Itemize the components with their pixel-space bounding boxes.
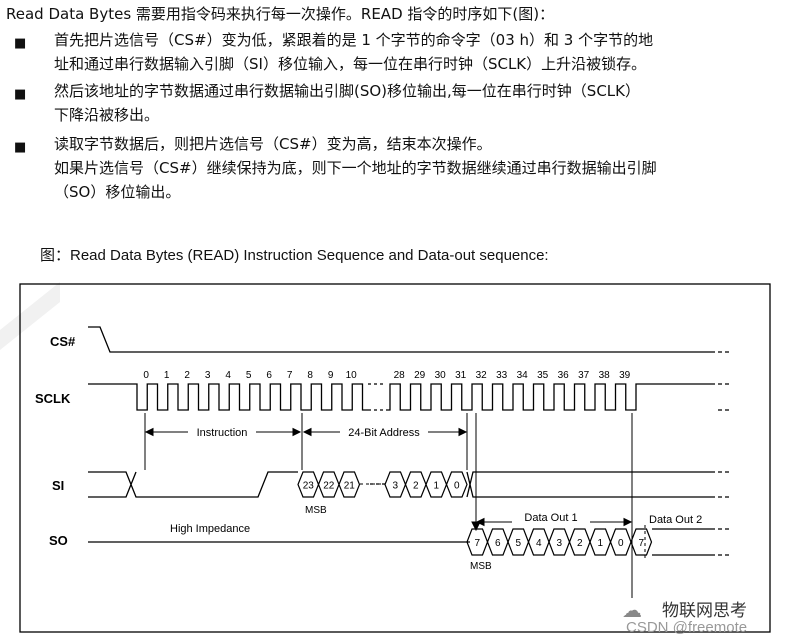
- so-bit-cells: 7 6 5 4 3 2 1 0 7: [466, 528, 653, 556]
- clock-number: 35: [537, 370, 549, 381]
- so-bit-label: 0: [618, 538, 624, 549]
- clock-number: 2: [184, 370, 190, 381]
- watermark-account-name: 物联网思考: [662, 601, 747, 621]
- clock-number: 31: [455, 370, 467, 381]
- so-bit-label: 1: [597, 538, 603, 549]
- bullet-1-line-1: 首先把片选信号（CS#）变为低，紧跟着的是 1 个字节的命令字（03 h）和 3…: [54, 31, 654, 49]
- wechat-icon: ☁: [622, 598, 642, 622]
- clock-number: 0: [143, 370, 149, 381]
- bullet-text-1: 首先把片选信号（CS#）变为低，紧跟着的是 1 个字节的命令字（03 h）和 3…: [54, 28, 778, 76]
- address-label: 24-Bit Address: [348, 427, 420, 439]
- cs-waveform: [88, 326, 732, 353]
- si-bit-label: 0: [454, 481, 460, 492]
- signal-label-sclk: SCLK: [35, 391, 71, 406]
- so-bit-label: 4: [536, 538, 542, 549]
- si-bit-label: 2: [413, 481, 419, 492]
- clock-number: 5: [246, 370, 252, 381]
- bullet-text-2: 然后该地址的字节数据通过串行数据输出引脚(SO)移位输出,每一位在串行时钟（SC…: [54, 79, 778, 127]
- so-bit-label: 2: [577, 538, 583, 549]
- watermark: ☁ 物联网思考 CSDN @freemote: [600, 590, 786, 642]
- figure-caption: 图：Read Data Bytes (READ) Instruction Seq…: [40, 247, 549, 264]
- signal-label-cs: CS#: [50, 334, 76, 349]
- bullet-1-line-2: 址和通过串行数据输入引脚（SI）移位输入，每一位在串行时钟（SCLK）上升沿被锁…: [54, 55, 647, 73]
- si-cell: [445, 471, 468, 498]
- clock-number: 8: [307, 370, 313, 381]
- si-bit-label: 21: [344, 481, 356, 492]
- bullet-3-line-3: （SO）移位输出。: [54, 183, 181, 201]
- so-bit-label: 5: [515, 538, 521, 549]
- si-msb-label: MSB: [305, 505, 327, 516]
- intro-text: Read Data Bytes 需要用指令码来执行每一次操作。READ 指令的时…: [6, 5, 555, 23]
- clock-number: 29: [414, 370, 426, 381]
- instruction-label: Instruction: [197, 427, 248, 439]
- bullet-marker-1: ■: [14, 36, 27, 51]
- so-cell: [630, 528, 653, 556]
- bullet-2-line-1: 然后该地址的字节数据通过串行数据输出引脚(SO)移位输出,每一位在串行时钟（SC…: [54, 82, 640, 100]
- bullet-2-line-2: 下降沿被移出。: [54, 106, 160, 124]
- data-out-2-label: Data Out 2: [649, 514, 702, 526]
- clock-number: 39: [619, 370, 631, 381]
- bullet-marker-2: ■: [14, 87, 27, 102]
- clock-number: 4: [225, 370, 231, 381]
- phase-markers: [144, 413, 468, 470]
- si-bit-label: 1: [433, 481, 439, 492]
- clock-number: 7: [287, 370, 293, 381]
- si-bit-label: 3: [392, 481, 398, 492]
- clock-number: 33: [496, 370, 508, 381]
- so-msb-label: MSB: [470, 561, 492, 572]
- clock-number: 30: [435, 370, 447, 381]
- bullet-3-line-1: 读取字节数据后，则把片选信号（CS#）变为高，结束本次操作。: [54, 135, 492, 153]
- so-bit-label: 6: [495, 538, 501, 549]
- bullet-marker-3: ■: [14, 140, 27, 155]
- clock-number: 1: [164, 370, 170, 381]
- si-bit-label: 22: [323, 481, 335, 492]
- so-bit-label: 7: [638, 538, 644, 549]
- clock-number: 38: [599, 370, 611, 381]
- clock-number: 6: [266, 370, 272, 381]
- diagram-frame: [19, 283, 771, 633]
- bullet-3-line-2: 如果片选信号（CS#）继续保持为底，则下一个地址的字节数据继续通过串行数据输出引…: [54, 159, 657, 177]
- high-impedance-label: High Impedance: [170, 523, 250, 535]
- clock-number: 9: [328, 370, 334, 381]
- clock-number: 3: [205, 370, 211, 381]
- si-bit-label: 23: [303, 481, 315, 492]
- so-bit-label: 7: [474, 538, 480, 549]
- clock-number: 37: [578, 370, 590, 381]
- so-waveform: [88, 528, 732, 556]
- watermark-csdn: CSDN @freemote: [626, 619, 748, 636]
- bullet-text-3: 读取字节数据后，则把片选信号（CS#）变为高，结束本次操作。 如果片选信号（CS…: [54, 132, 778, 204]
- clock-number: 28: [394, 370, 406, 381]
- data-out-1-label: Data Out 1: [524, 512, 577, 524]
- clock-number: 32: [476, 370, 488, 381]
- si-waveform: [88, 471, 732, 498]
- watermark-band: [0, 282, 60, 350]
- clock-number: 34: [517, 370, 529, 381]
- signal-label-so: SO: [49, 533, 68, 548]
- so-bit-label: 3: [556, 538, 562, 549]
- signal-label-si: SI: [52, 478, 64, 493]
- si-cell: [338, 471, 361, 498]
- clock-number: 10: [346, 370, 358, 381]
- clock-number: 36: [558, 370, 570, 381]
- data-out-markers: [471, 413, 646, 598]
- sclk-waveform: [88, 383, 732, 411]
